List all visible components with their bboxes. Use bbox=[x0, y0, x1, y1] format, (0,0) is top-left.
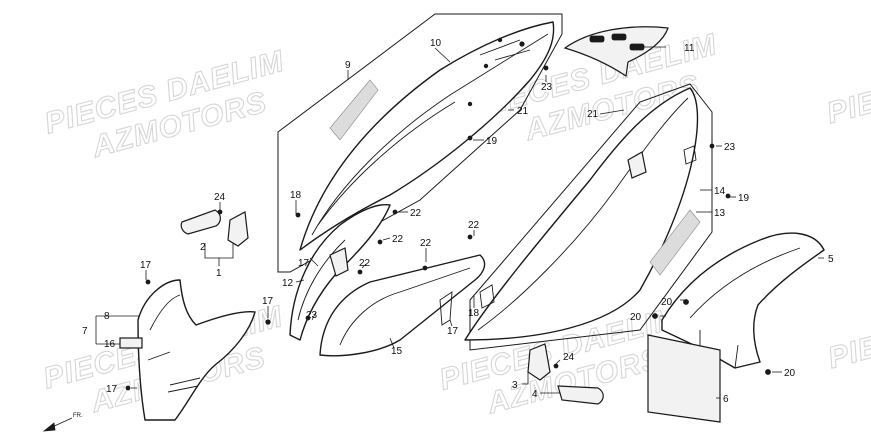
group-frame-side-cover bbox=[469, 83, 713, 351]
callout-15: 15 bbox=[391, 346, 403, 357]
callout-20-b: 20 bbox=[630, 312, 642, 323]
callout-17-bottom: 17 bbox=[106, 384, 118, 395]
rear-body-cover bbox=[299, 21, 555, 251]
front-direction-indicator: FR. bbox=[42, 413, 83, 432]
callout-23-right: 23 bbox=[724, 142, 736, 153]
callout-19-upper: 19 bbox=[486, 136, 498, 147]
callout-9: 9 bbox=[345, 60, 351, 71]
callout-19-right: 19 bbox=[738, 193, 750, 204]
callout-18-left: 18 bbox=[290, 190, 302, 201]
callout-8: 8 bbox=[104, 311, 110, 322]
callout-17-front: 17 bbox=[262, 296, 274, 307]
watermark-brand-6: PIECES DAELIM bbox=[825, 279, 871, 375]
callout-20-a: 20 bbox=[661, 297, 673, 308]
group-frame-rear-cover bbox=[277, 13, 563, 273]
callout-14: 14 bbox=[714, 186, 726, 197]
leader-lines bbox=[95, 46, 824, 399]
callout-12: 12 bbox=[282, 278, 294, 289]
callout-17-left: 17 bbox=[140, 260, 152, 271]
callout-7: 7 bbox=[82, 326, 88, 337]
callout-23-lower: 23 bbox=[306, 310, 318, 321]
callout-2: 2 bbox=[200, 242, 206, 253]
callout-17-mid: 17 bbox=[298, 258, 310, 269]
arrow-left-icon bbox=[42, 422, 56, 432]
lower-side-panel bbox=[319, 254, 486, 357]
callout-24-left: 24 bbox=[214, 192, 226, 203]
callout-labels: 9 10 11 23 21 21 19 23 14 19 13 5 20 20 … bbox=[82, 38, 834, 405]
callout-13: 13 bbox=[714, 208, 726, 219]
callout-3: 3 bbox=[512, 380, 518, 391]
callout-10: 10 bbox=[430, 38, 442, 49]
callout-22-b: 22 bbox=[392, 234, 404, 245]
callout-23-top: 23 bbox=[541, 82, 553, 93]
callout-22-d: 22 bbox=[468, 220, 480, 231]
fastener-group bbox=[125, 65, 771, 391]
mud-flap bbox=[647, 334, 721, 423]
side-body-cover bbox=[464, 87, 701, 341]
callout-16: 16 bbox=[104, 339, 116, 350]
callout-21-upper: 21 bbox=[517, 106, 529, 117]
callout-22-a: 22 bbox=[410, 208, 422, 219]
callout-21-side: 21 bbox=[587, 109, 599, 120]
callout-6: 6 bbox=[723, 394, 729, 405]
inner-lower-cover bbox=[289, 203, 391, 341]
callout-4: 4 bbox=[532, 389, 538, 400]
callout-22-e: 22 bbox=[359, 258, 371, 269]
rear-bracket bbox=[527, 343, 604, 405]
callout-22-c: 22 bbox=[420, 238, 432, 249]
front-label: FR. bbox=[73, 413, 83, 419]
callout-5: 5 bbox=[828, 254, 834, 265]
callout-17-right: 17 bbox=[447, 326, 459, 337]
front-bracket bbox=[180, 209, 249, 247]
callout-20-c: 20 bbox=[784, 368, 796, 379]
callout-11: 11 bbox=[684, 43, 695, 54]
callout-18-right: 18 bbox=[468, 308, 480, 319]
front-leg-shield bbox=[119, 279, 256, 421]
callout-1: 1 bbox=[216, 268, 222, 279]
tail-piece bbox=[563, 26, 669, 78]
rear-fender bbox=[661, 232, 825, 369]
callout-24-right: 24 bbox=[563, 352, 575, 363]
watermark-brand-5: PIECES DAELIM bbox=[823, 35, 871, 131]
